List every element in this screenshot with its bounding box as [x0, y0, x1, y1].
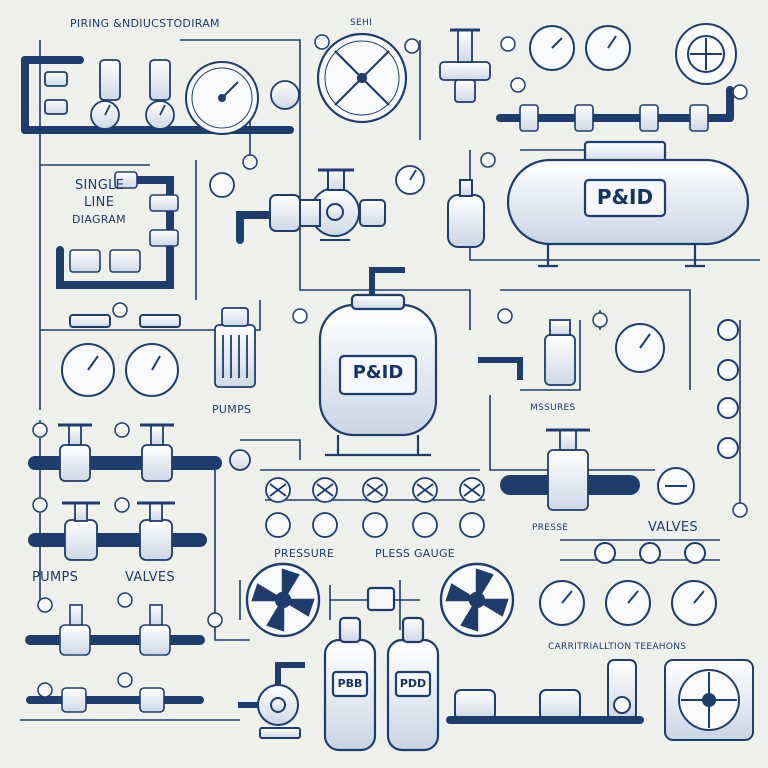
- single-line-fittings: [69, 171, 179, 273]
- flow-gauge-top: [316, 32, 408, 124]
- measures-label: MSSURES: [530, 403, 576, 413]
- gauges-right-row: [539, 542, 717, 626]
- valves-left-label: VALVES: [125, 570, 175, 585]
- instrument-balloons: [32, 34, 748, 698]
- gauges-mid-left: [61, 314, 181, 397]
- calibration-label: CARRITRIALLTION TEEAHONS: [548, 642, 687, 652]
- valve-grid: [265, 477, 485, 538]
- pumps-mid-label: PUMPS: [212, 403, 252, 416]
- valve-top-center: [439, 28, 491, 103]
- valves-right-label: VALVES: [648, 520, 698, 535]
- press-right-label: PRESSE: [532, 523, 569, 533]
- cylinder-right-label: PDD: [399, 677, 427, 690]
- horizontal-tank-label: P&ID: [596, 185, 654, 209]
- header-subtitle: SEHI: [350, 18, 373, 28]
- fittings-top-right: [519, 104, 709, 132]
- horizontal-tank: [506, 140, 750, 268]
- gauges-right-mid: [615, 319, 739, 505]
- valves-bottom-left: [25, 604, 205, 713]
- gauge-center-small: [209, 165, 425, 198]
- pressure-gauge-top: [185, 61, 259, 135]
- gas-cylinders: [323, 586, 440, 752]
- diagram-label: DIAGRAM: [72, 213, 126, 226]
- valves-row-left: [28, 423, 251, 482]
- pressure-label: PRESSURE: [274, 547, 335, 560]
- single-label: SINGLE: [75, 178, 125, 193]
- fan-right: [439, 562, 515, 638]
- pump-bottom-left: [238, 662, 305, 739]
- valve-right-mid: [478, 319, 640, 511]
- header-title: PIRING &NDIUCSTODIRAM: [70, 17, 220, 30]
- bottom-right-equipment: [446, 659, 754, 741]
- pump-center-top: [236, 168, 386, 244]
- pump-filter-mid: [214, 307, 256, 388]
- line-label: LINE: [84, 195, 115, 210]
- vertical-tank-center: [318, 267, 438, 457]
- receiver-small: [447, 179, 485, 248]
- gauges-top-right: [529, 23, 737, 85]
- pumps-row-left: [28, 501, 207, 561]
- fan-left: [245, 562, 321, 638]
- manifold-top-left: [21, 56, 300, 134]
- cylinder-left-label: PBB: [337, 677, 363, 690]
- pumps-left-label: PUMPS: [32, 570, 79, 585]
- single-line-piping: [56, 176, 174, 289]
- pressure-gauge-label: PLESS GAUGE: [375, 547, 456, 560]
- center-tank-label: P&ID: [352, 362, 404, 383]
